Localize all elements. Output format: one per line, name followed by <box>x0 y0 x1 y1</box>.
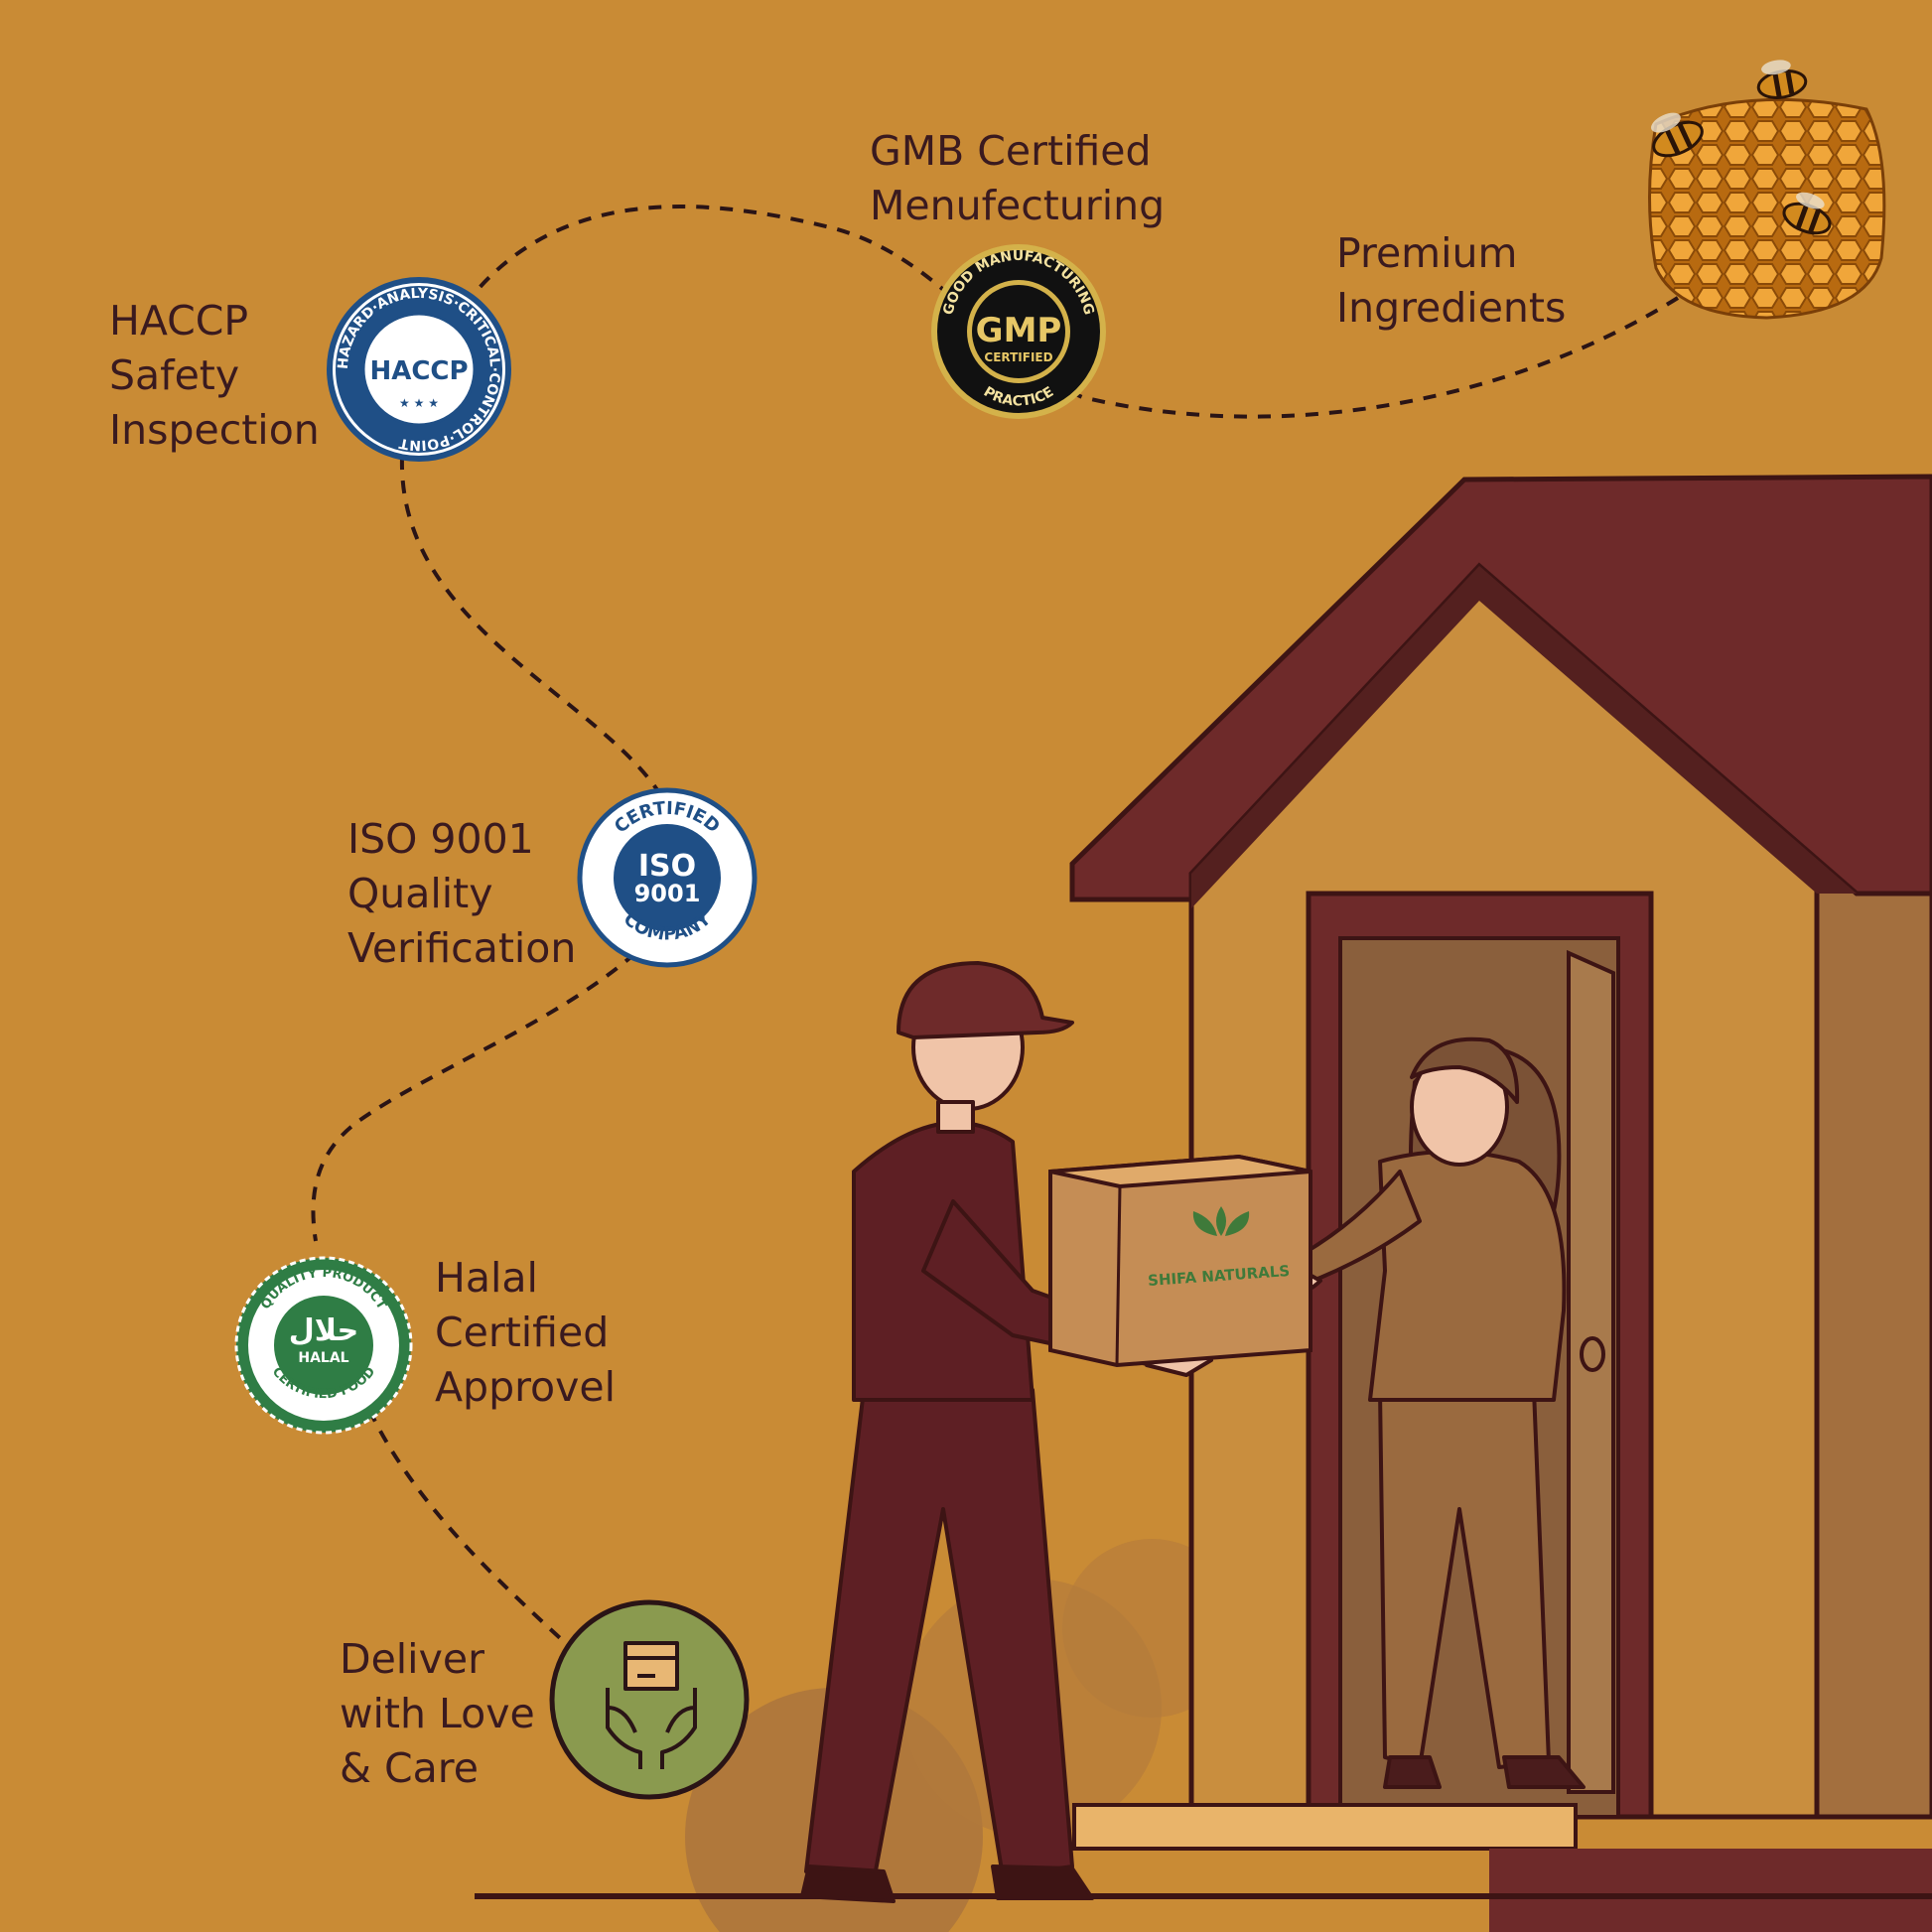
bee-icon <box>1651 112 1704 158</box>
leaf-logo-icon <box>1192 1206 1250 1236</box>
gmp-badge: GOOD MANUFACTURING PRACTICE GMP CERTIFIE… <box>931 244 1106 419</box>
house-side <box>1814 861 1932 1820</box>
door-step <box>1072 1803 1578 1851</box>
iso-badge: CERTIFIED COMPANY ISO 9001 <box>577 787 758 968</box>
step-haccp-inspection: HACCP Safety Inspection <box>109 297 320 454</box>
bee-icon <box>1756 60 1808 99</box>
halal-badge-arabic: حلال <box>289 1313 358 1348</box>
step-halal-approval: Halal Certified Approvel <box>435 1254 617 1411</box>
step-gmp-manufacturing: GMB Certified Menufecturing <box>870 127 1166 229</box>
haccp-badge: HAZARD·ANALYSIS·CRITICAL·CONTROL·POINT H… <box>327 277 511 462</box>
gmp-badge-center: GMP <box>976 311 1062 350</box>
step-iso-verification: ISO 9001 Quality Verification <box>347 815 577 972</box>
deliver-badge <box>549 1599 750 1800</box>
honeycomb-image <box>1648 60 1886 320</box>
iso-badge-sub: 9001 <box>634 880 701 907</box>
gmp-badge-sub: CERTIFIED <box>984 350 1052 364</box>
haccp-badge-center: HACCP <box>369 356 468 386</box>
iso-badge-center: ISO <box>638 849 696 884</box>
step-deliver-care: Deliver with Love & Care <box>340 1635 535 1792</box>
door-panel <box>1567 949 1615 1794</box>
halal-badge: QUALITY PRODUCT CERTIFIED FOOD حلال HALA… <box>234 1256 413 1435</box>
step-premium-ingredients: Premium Ingredients <box>1336 229 1567 332</box>
house <box>475 474 1932 1932</box>
customer-figure <box>1265 1036 1586 1789</box>
haccp-badge-stars: ★ ★ ★ <box>399 396 439 410</box>
hands-box-icon <box>606 1641 697 1769</box>
package-box: SHIFA NATURALS <box>1048 1154 1312 1368</box>
halal-badge-center: HALAL <box>298 1350 348 1366</box>
bee-icon <box>1782 192 1832 235</box>
